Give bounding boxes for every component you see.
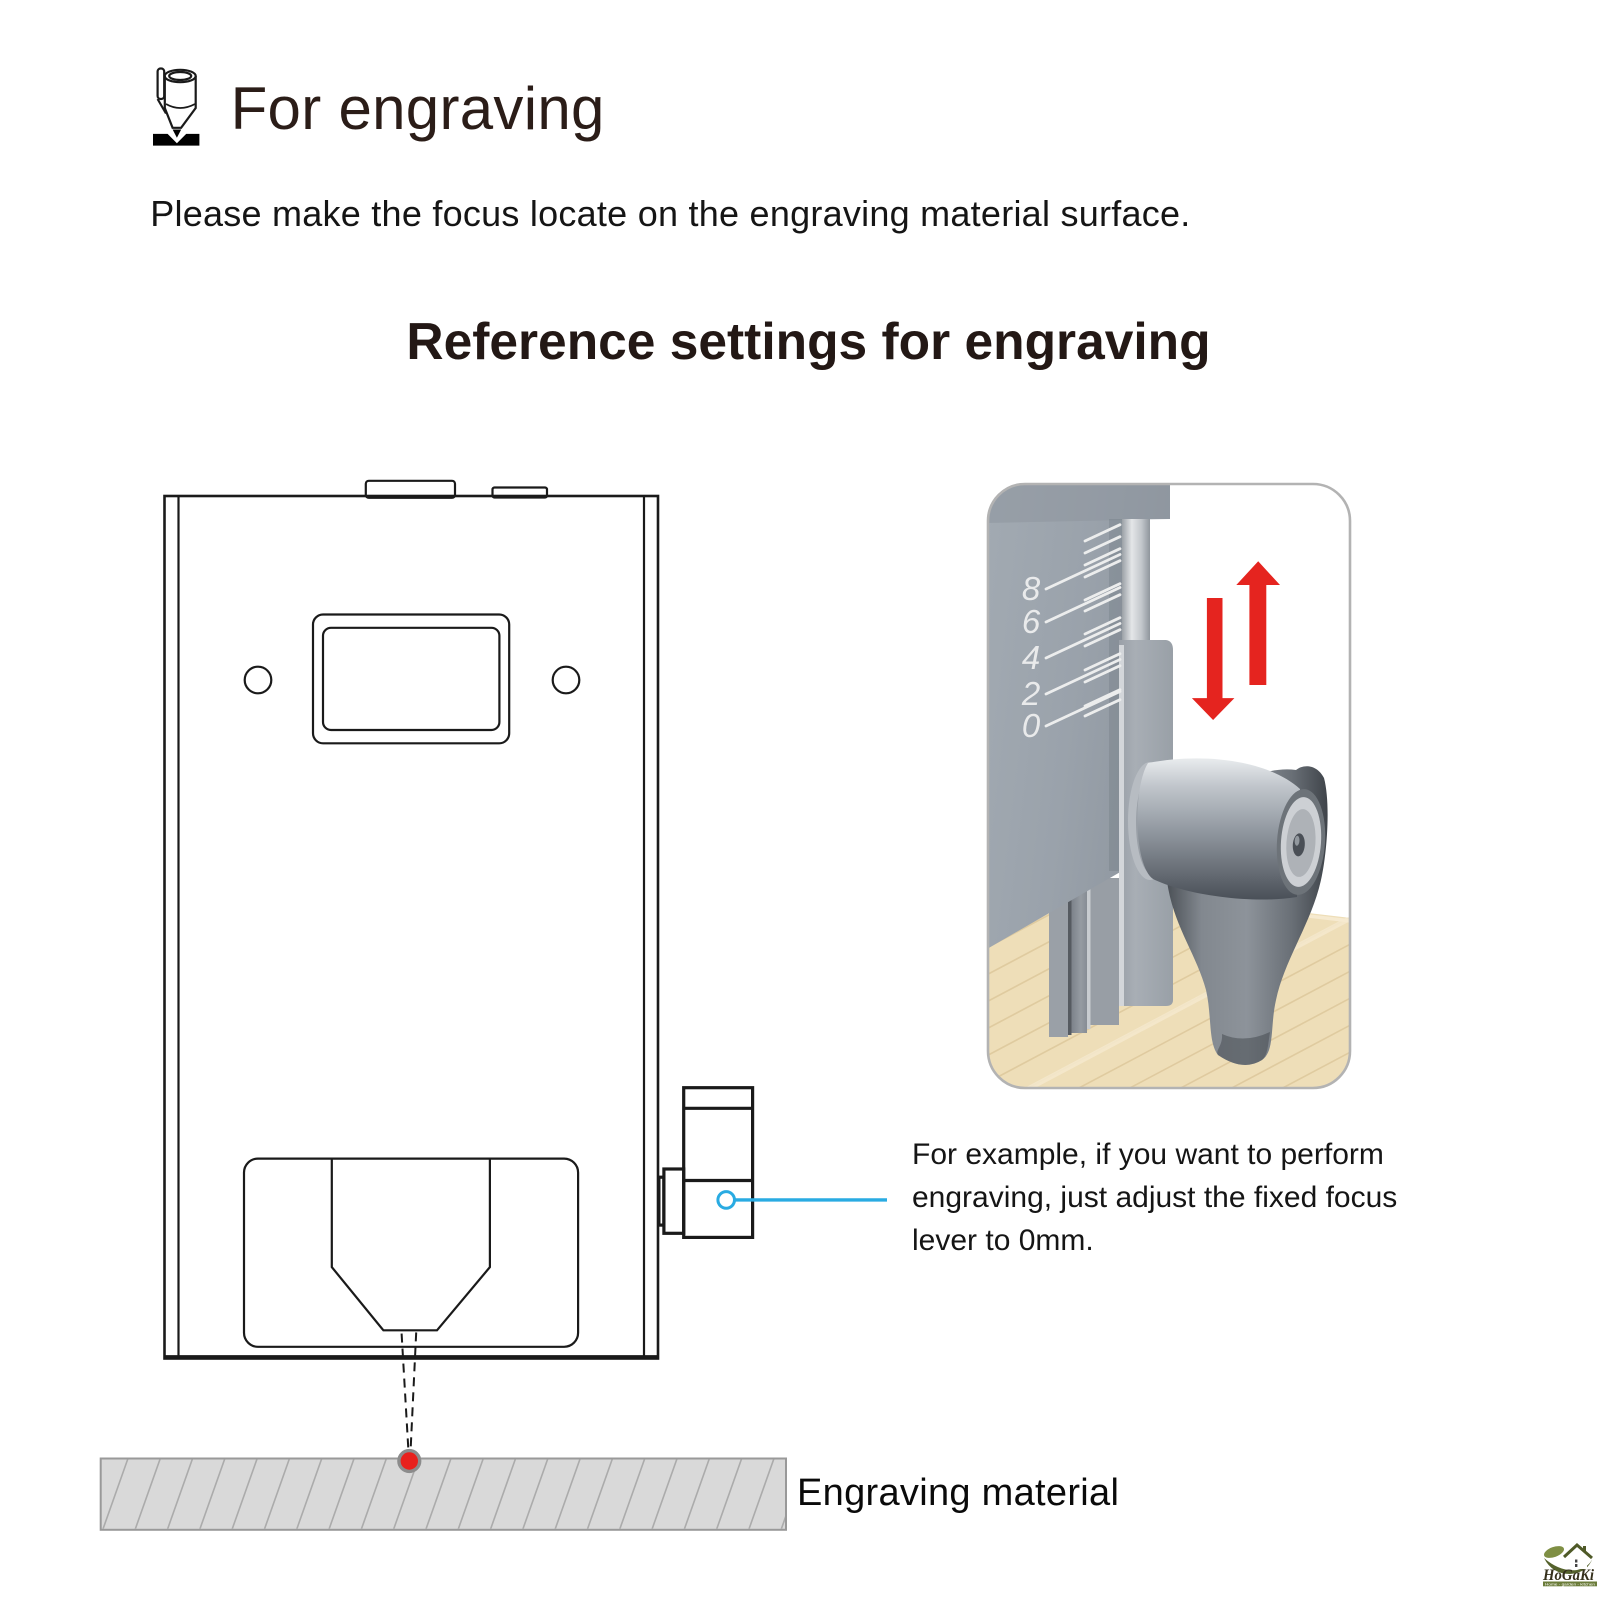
svg-text:HoGaKi: HoGaKi	[1542, 1567, 1594, 1584]
svg-text:8: 8	[1022, 570, 1041, 607]
svg-text:0: 0	[1022, 707, 1041, 744]
svg-text:2: 2	[1021, 675, 1040, 712]
svg-text:4: 4	[1022, 639, 1040, 676]
svg-text:Home - garden - kitchen: Home - garden - kitchen	[1545, 1583, 1595, 1587]
svg-text:6: 6	[1022, 603, 1041, 640]
